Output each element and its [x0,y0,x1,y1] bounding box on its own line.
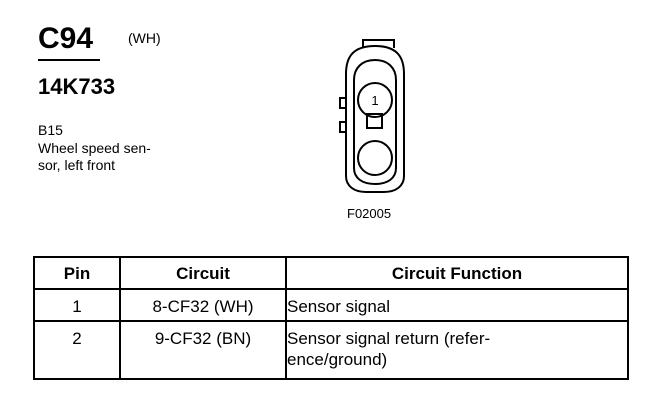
header-circuit-function: Circuit Function [285,256,629,290]
function-line: ence/ground) [287,350,388,369]
header-circuit: Circuit [119,256,287,290]
circuit-cell: 9-CF32 (BN) [119,320,287,380]
pin-cell: 1 [33,288,121,322]
connector-face-diagram: 1 [339,39,405,193]
circuit-function-cell: Sensor signal return (refer- ence/ground… [285,320,629,380]
connector-color-code: (WH) [128,30,161,46]
circuit-cell: 8-CF32 (WH) [119,288,287,322]
part-number: 14K733 [38,74,116,99]
function-line: Sensor signal return (refer- [287,329,491,348]
connector-latch-outline [362,39,395,48]
description-line: sor, left front [38,157,116,173]
connector-id-underline [38,59,100,61]
pin-1-label: 1 [371,93,378,108]
pin-table: Pin Circuit Circuit Function 1 8-CF32 (W… [33,256,629,380]
connector-id: C94 [38,22,94,55]
connector-side-tab [339,97,346,109]
connector-description: Wheel speed sen- sor, left front [38,140,151,174]
table-row: 2 9-CF32 (BN) Sensor signal return (refe… [33,320,629,380]
function-line: Sensor signal [287,297,391,316]
pin-cell: 2 [33,320,121,380]
header-pin: Pin [33,256,121,290]
pin-1-circle [357,82,393,118]
connector-key [366,113,383,129]
location-code: B15 [38,122,63,138]
description-line: Wheel speed sen- [38,140,151,156]
connector-side-tab [339,121,346,133]
table-row: 1 8-CF32 (WH) Sensor signal [33,288,629,322]
connector-housing-outline [345,44,405,193]
pin-2-circle [357,140,393,176]
table-header-row: Pin Circuit Circuit Function [33,256,629,290]
circuit-function-cell: Sensor signal [285,288,629,322]
figure-code: F02005 [347,206,392,221]
connector-cavity-outline [353,58,397,186]
